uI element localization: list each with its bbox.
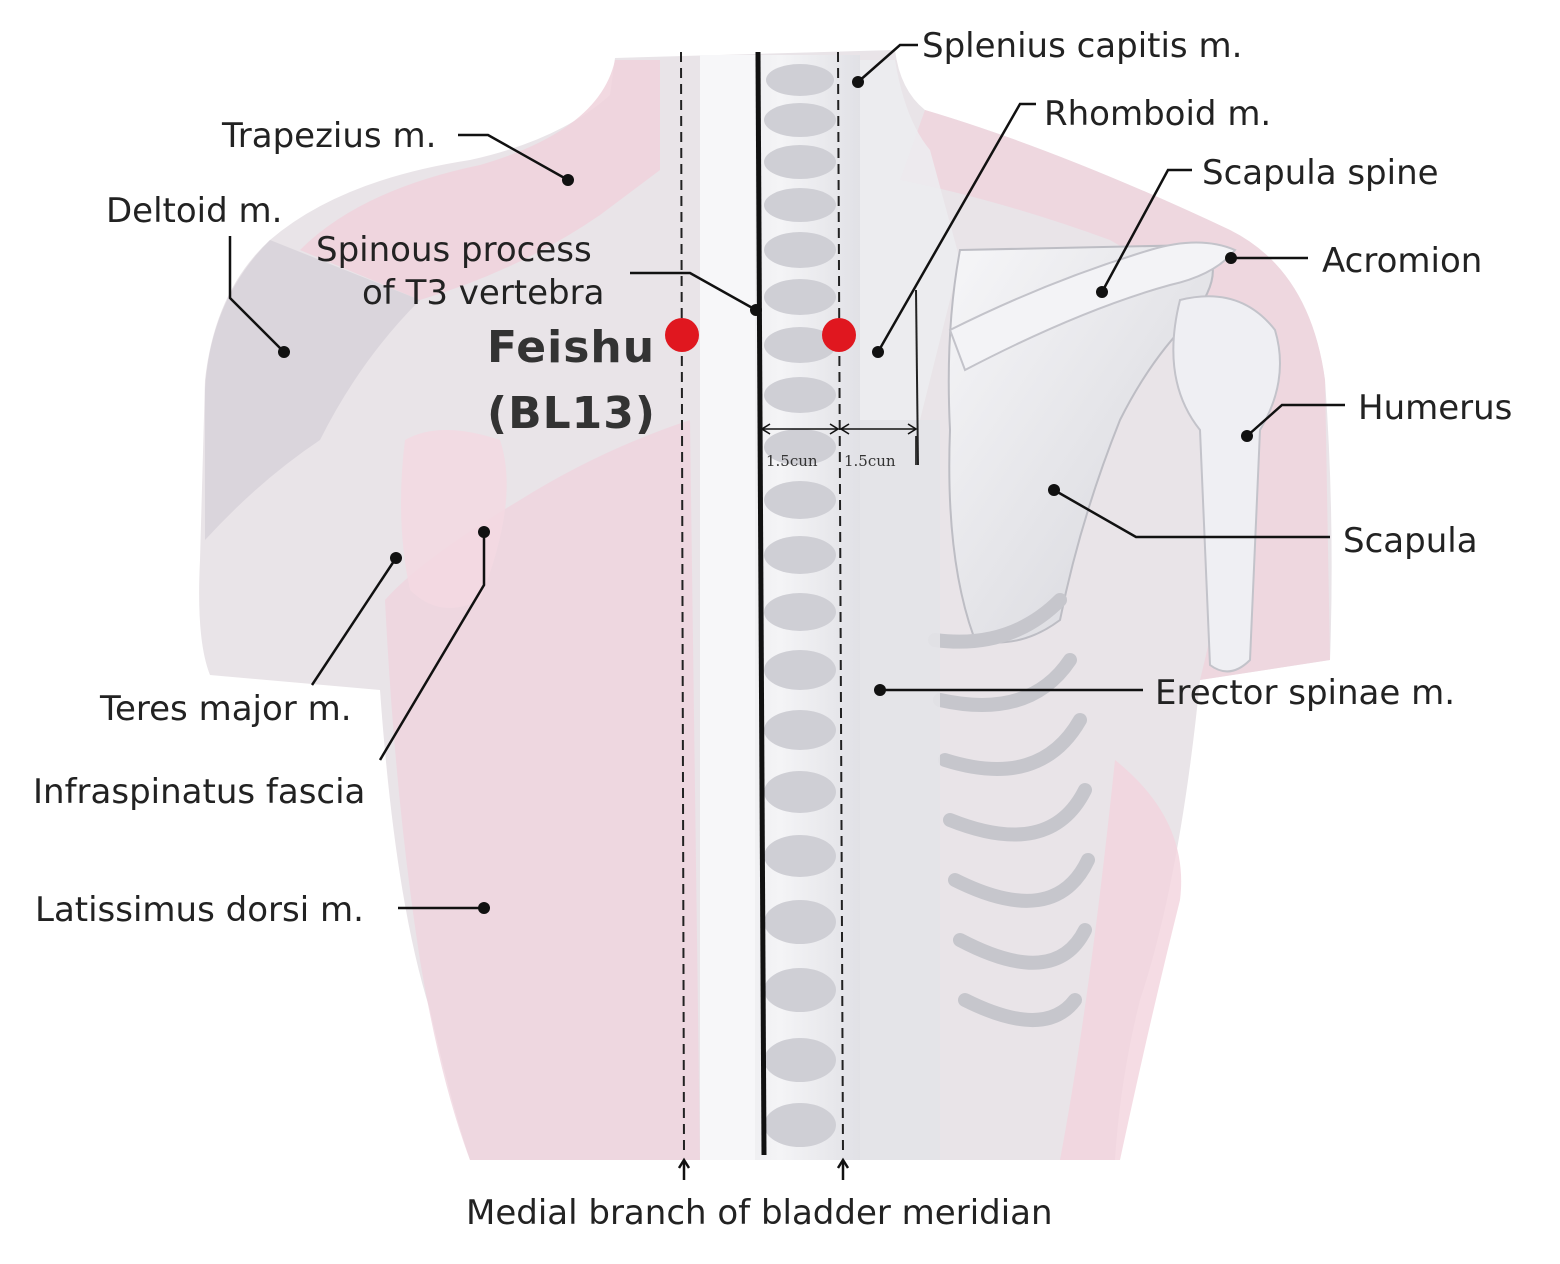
scapula-label: Scapula [1343, 521, 1478, 561]
humerus-label: Humerus [1358, 388, 1512, 428]
erector-spinae-label: Erector spinae m. [1155, 673, 1455, 713]
scapula-spine-bone [948, 241, 1237, 372]
humerus-bone [1172, 295, 1281, 673]
infraspinatus-muscle [401, 430, 507, 608]
acupoint-name: Feishu [487, 322, 655, 373]
rib-cage [928, 593, 1095, 1027]
spinous-process-label-line1: Spinous process [316, 230, 592, 270]
acupoint-code: (BL13) [487, 388, 656, 439]
deltoid-muscle [205, 240, 420, 540]
leader-lines [228, 43, 1345, 1180]
scapula-spine-label: Scapula spine [1202, 153, 1439, 193]
splenius-capitis-label: Splenius capitis m. [922, 26, 1242, 66]
lateral-reference-line [915, 289, 919, 466]
spine-white-strip [700, 55, 755, 1160]
left-medial-branch-line [680, 51, 685, 1156]
trapezius-label: Trapezius m. [221, 116, 436, 156]
erector-spinae-muscle [860, 420, 940, 1160]
distance-right-label: 1.5cun [844, 452, 896, 470]
posterior-midline [755, 51, 767, 1156]
right-shoulder-bones [947, 241, 1281, 673]
right-medial-branch-line [837, 51, 844, 1156]
acromion-label: Acromion [1322, 241, 1482, 281]
deltoid-label: Deltoid m. [106, 191, 282, 231]
medial-branch-label: Medial branch of bladder meridian [466, 1193, 1053, 1233]
feishu-left-acupoint[interactable] [665, 318, 699, 352]
lower-right-flank [1060, 760, 1182, 1160]
vertebral-column [700, 55, 860, 1160]
splenius-rhomboid-region [860, 60, 960, 420]
distance-left-label: 1.5cun [766, 452, 818, 470]
teres-major-label: Teres major m. [99, 689, 352, 729]
latissimus-dorsi-label: Latissimus dorsi m. [35, 890, 364, 930]
vertebrae [764, 64, 836, 1147]
spinous-process-label-line2: of T3 vertebra [362, 273, 604, 313]
rhomboid-label: Rhomboid m. [1044, 94, 1271, 134]
feishu-right-acupoint[interactable] [822, 318, 856, 352]
infraspinatus-fascia-label: Infraspinatus fascia [33, 772, 365, 812]
trapezius-muscle [300, 60, 660, 300]
distance-markers [760, 423, 918, 465]
